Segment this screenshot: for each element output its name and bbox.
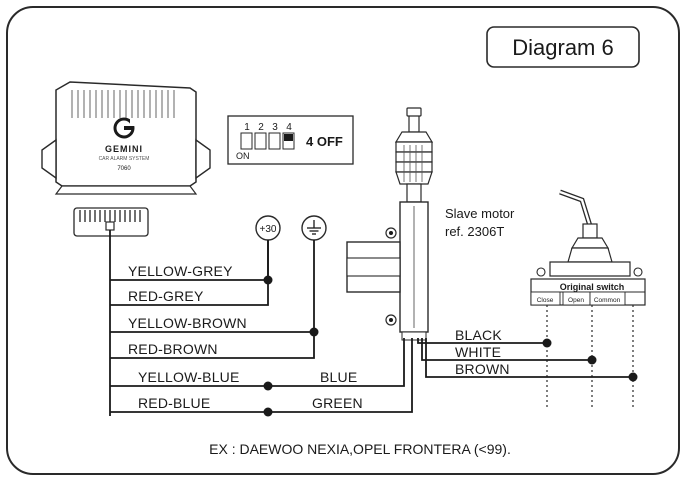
- dip-number-1: 1: [244, 122, 250, 133]
- outer-frame: [6, 6, 680, 475]
- title-box: Diagram 6: [486, 26, 640, 68]
- junction-white: [587, 355, 597, 365]
- wire-label-yellow-blue: YELLOW-BLUE: [138, 369, 240, 385]
- dip-switch-1: [240, 132, 253, 150]
- alarm-module: GEMINI CAR ALARM SYSTEM 7060: [41, 81, 211, 237]
- junction-yellow-brown: [309, 327, 319, 337]
- original-switch-title: Original switch: [560, 282, 625, 292]
- junction-yellow-grey: [263, 275, 273, 285]
- original-switch: Original switch Close Open Common: [530, 189, 646, 408]
- wire-label-brown: BROWN: [455, 361, 510, 377]
- wire-label-black: BLACK: [455, 327, 502, 343]
- wire-label-blue: BLUE: [320, 369, 357, 385]
- slave-motor-label-2: ref. 2306T: [445, 224, 504, 239]
- module-tagline: CAR ALARM SYSTEM: [99, 156, 150, 162]
- wire-label-white: WHITE: [455, 344, 501, 360]
- switch-common-label: Common: [594, 297, 621, 304]
- dip-switch-3: [268, 132, 281, 150]
- wiring: [109, 230, 633, 416]
- junction-black: [542, 338, 552, 348]
- switch-close-label: Close: [537, 297, 554, 304]
- module-connector: [73, 207, 149, 237]
- footer-note: EX : DAEWOO NEXIA,OPEL FRONTERA (<99).: [209, 441, 511, 457]
- module-model: 7060: [117, 166, 131, 172]
- wire-label-yellow-grey: YELLOW-GREY: [128, 263, 233, 279]
- plus30-label: +30: [260, 224, 277, 235]
- wire-label-yellow-brown: YELLOW-BROWN: [128, 315, 247, 331]
- ground-icon: [301, 215, 327, 241]
- slave-motor: [346, 107, 434, 341]
- terminal-plus30: +30: [255, 215, 281, 241]
- junction-red-blue: [263, 407, 273, 417]
- wire-label-red-blue: RED-BLUE: [138, 395, 210, 411]
- junction-brown: [628, 372, 638, 382]
- dip-switch: 1 2 3 4 ON 4 OFF: [227, 115, 354, 165]
- wire-label-red-brown: RED-BROWN: [128, 341, 218, 357]
- wire-label-green: GREEN: [312, 395, 363, 411]
- dip-switch-2: [254, 132, 267, 150]
- wire-label-red-grey: RED-GREY: [128, 288, 204, 304]
- diagram-title: Diagram 6: [512, 35, 613, 60]
- dip-switch-4-knob: [284, 134, 293, 141]
- switch-open-label: Open: [568, 297, 584, 304]
- dip-setting: 4 OFF: [306, 134, 343, 149]
- junctions: [263, 275, 638, 417]
- slave-motor-label-1: Slave motor: [445, 206, 515, 221]
- dip-number-2: 2: [258, 122, 264, 133]
- dip-number-3: 3: [272, 122, 278, 133]
- gemini-logo-icon: [113, 117, 138, 139]
- dip-number-4: 4: [286, 122, 292, 133]
- junction-yellow-blue: [263, 381, 273, 391]
- module-brand: GEMINI: [105, 144, 143, 154]
- dip-on-label: ON: [236, 151, 250, 161]
